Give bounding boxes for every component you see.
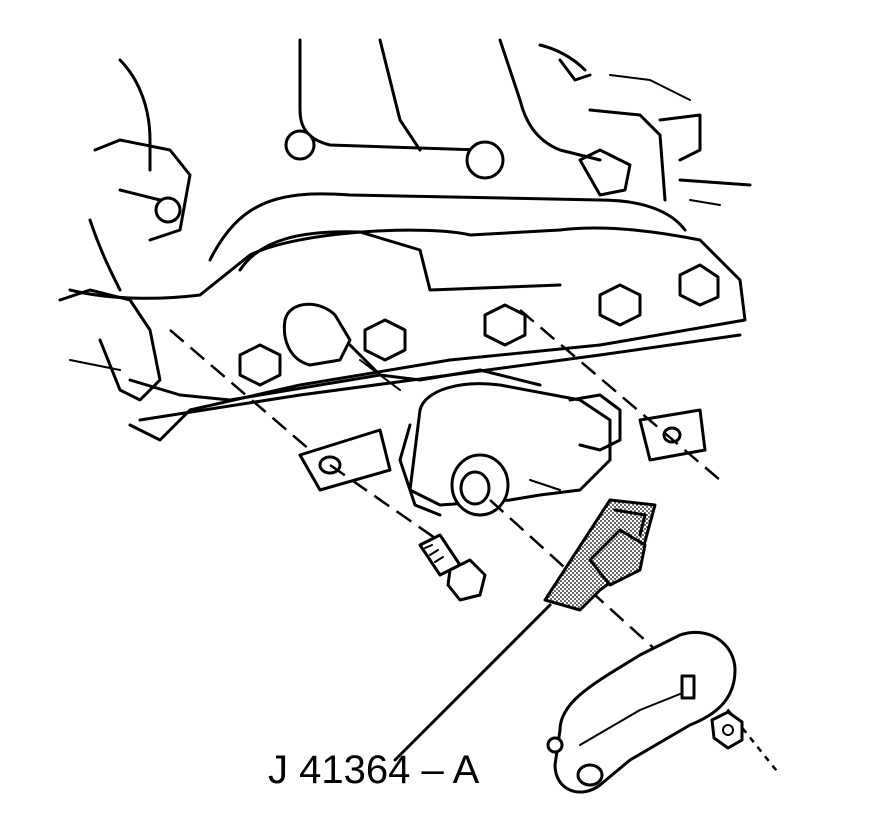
mounting-bolt	[418, 533, 487, 602]
harness-connector	[282, 302, 352, 367]
case-bolt	[154, 196, 182, 224]
alignment-tool	[543, 498, 657, 612]
selector-shaft	[459, 470, 491, 506]
lever-shaft-slot	[680, 674, 696, 700]
transmission-housing	[58, 38, 752, 442]
bracket-plate	[298, 428, 392, 492]
wiring-harness	[282, 302, 542, 391]
lever-body	[553, 630, 737, 794]
lever-nut	[710, 710, 744, 750]
tool-label: J 41364 – A	[268, 748, 480, 792]
pan-bolt-head	[483, 303, 527, 347]
pan-bolt-head	[678, 263, 720, 307]
lever-lower-hole	[576, 763, 604, 787]
case-bolt	[284, 129, 316, 161]
bolt-head	[446, 558, 487, 602]
range-selector-switch	[398, 382, 622, 517]
lever-pin	[546, 736, 564, 754]
tool-tab	[588, 528, 647, 587]
label-leader-line	[393, 603, 552, 762]
nut-hex	[710, 710, 744, 750]
bracket-ear-hole	[662, 426, 682, 444]
alignment-line-right	[519, 309, 721, 481]
pan-bolt-head	[598, 283, 642, 327]
switch-bracket	[298, 408, 707, 492]
alignment-line-left	[169, 329, 311, 451]
alignment-line-bolt	[329, 463, 446, 547]
case-bolt	[465, 140, 505, 180]
pan-bolt-head	[363, 318, 407, 362]
pan-bolts	[154, 129, 720, 387]
pan-bolt-head	[238, 343, 282, 387]
shift-lever	[546, 630, 737, 794]
